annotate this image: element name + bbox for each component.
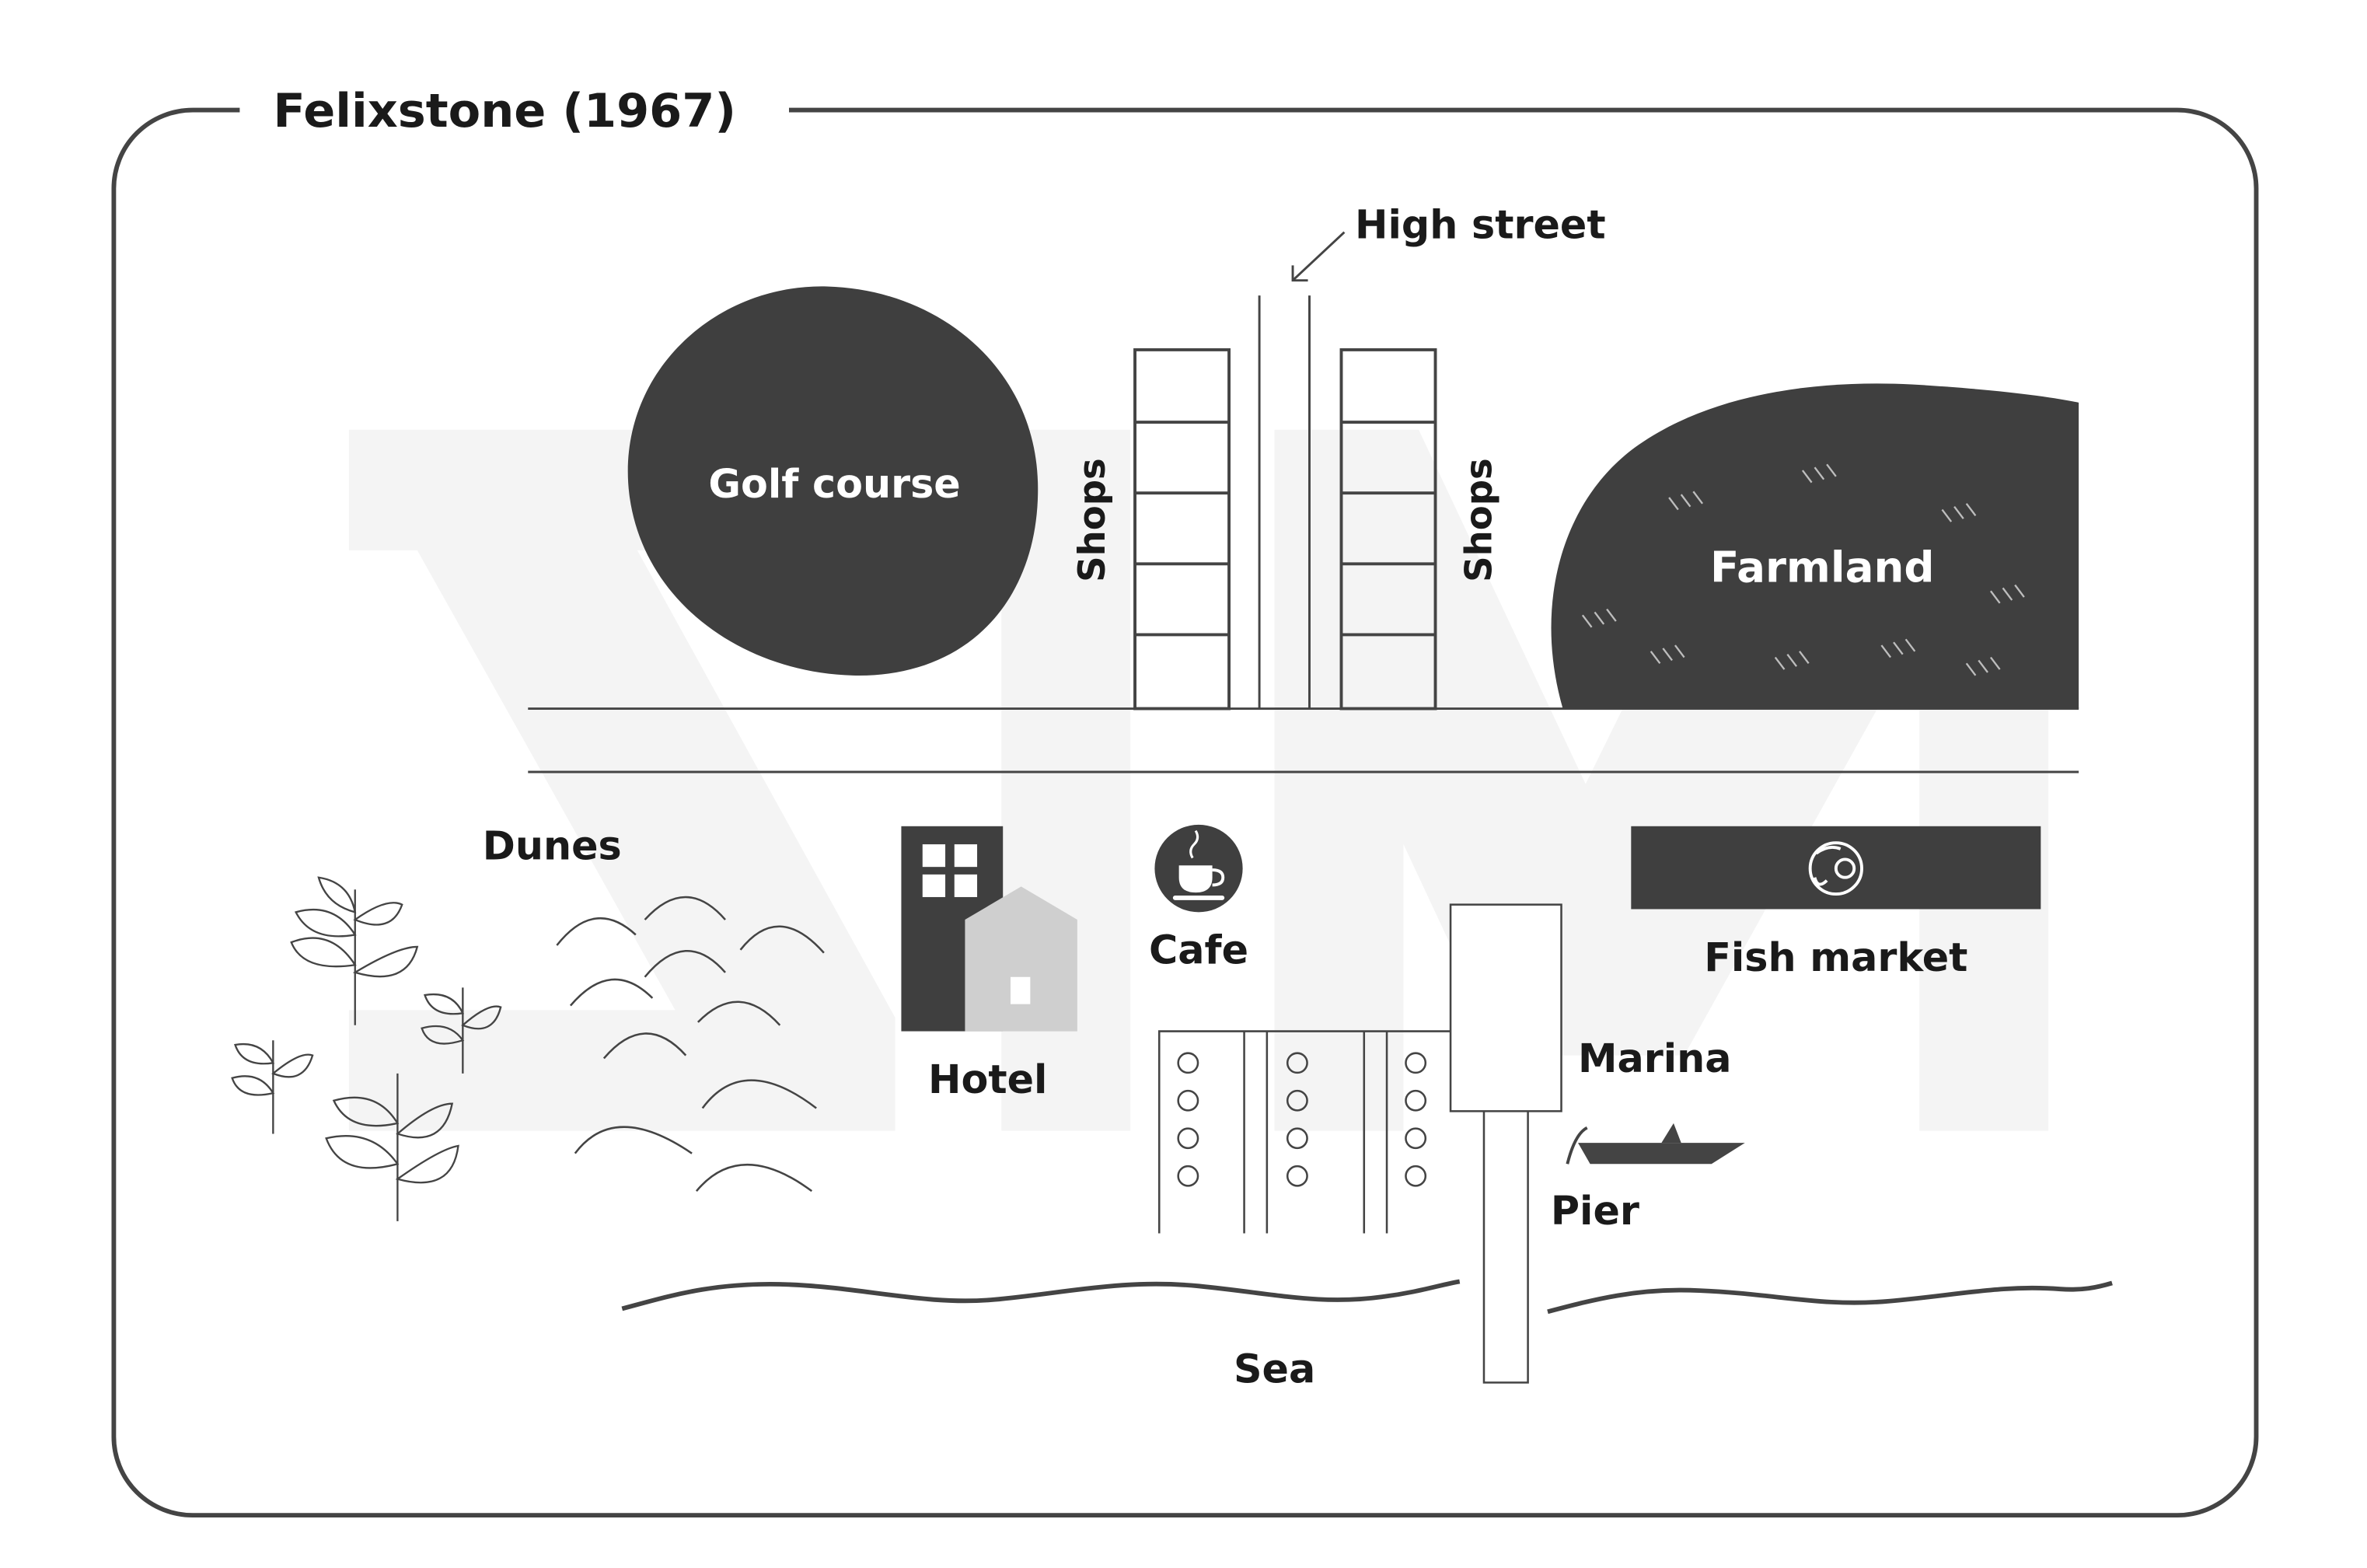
fish-market-label: Fish market	[1704, 934, 1967, 980]
high-street-label: High street	[1355, 202, 1606, 248]
dunes-label: Dunes	[483, 823, 622, 869]
leaf-plant-icon	[231, 876, 502, 1221]
pier	[1449, 903, 1562, 1384]
hotel-building-icon	[901, 826, 1077, 1032]
golf-course	[627, 286, 1039, 676]
shops-left	[1133, 348, 1231, 711]
farmland-label: Farmland	[1710, 543, 1935, 592]
map-title: Felixstone (1967)	[273, 84, 736, 138]
shops-left-label: Shops	[1072, 458, 1114, 582]
farmland-hatching	[1581, 463, 2025, 676]
sea-label: Sea	[1234, 1346, 1315, 1392]
sea-wave-left	[621, 1279, 1461, 1311]
farmland	[1551, 383, 2079, 709]
fish-icon	[1808, 841, 1863, 896]
map-frame	[111, 107, 2259, 1518]
boat-icon	[1566, 1123, 1745, 1165]
sea-wave-right	[1547, 1280, 2113, 1315]
shops-right	[1339, 348, 1437, 711]
marina-label: Marina	[1578, 1035, 1732, 1081]
hotel-label: Hotel	[928, 1056, 1047, 1102]
marina-berths	[1158, 1030, 1451, 1234]
high-street	[1258, 295, 1311, 709]
dune-hill-icon	[556, 896, 825, 1193]
golf-course-label: Golf course	[708, 461, 960, 507]
shops-right-label: Shops	[1459, 458, 1501, 582]
coffee-cup-icon	[1154, 824, 1243, 913]
pier-label: Pier	[1551, 1188, 1639, 1234]
high-street-arrow-icon	[1291, 231, 1346, 282]
cafe-label: Cafe	[1149, 927, 1248, 973]
